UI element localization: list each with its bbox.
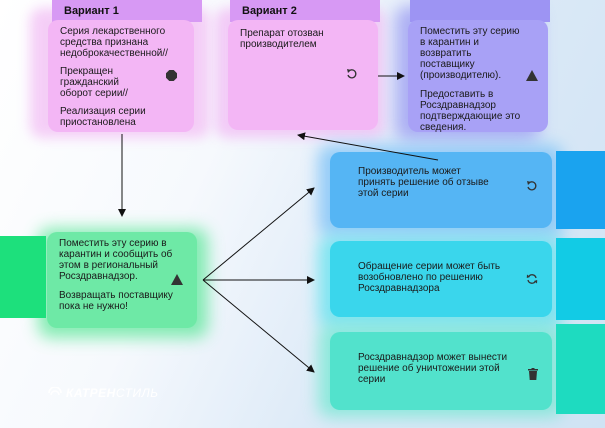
destroy-text: Росздравнадзор может вынести решение об … bbox=[358, 352, 508, 385]
quarantine-top-text2: Предоставить в Росздравнадзор подтвержда… bbox=[420, 89, 521, 133]
resume-text: Обращение серии может быть возобновлено … bbox=[358, 261, 501, 294]
manufacturer-box: Производитель может принять решение об о… bbox=[330, 152, 552, 228]
manufacturer-text: Производитель может принять решение об о… bbox=[358, 166, 489, 199]
quarantine-top-text1: Поместить эту серию в карантин и возврат… bbox=[420, 26, 520, 81]
variant2-box: Препарат отозван производителем bbox=[228, 20, 378, 130]
undo-arrow-icon bbox=[526, 180, 538, 194]
warning-triangle-icon bbox=[171, 274, 183, 287]
resume-box: Обращение серии может быть возобновлено … bbox=[330, 241, 552, 317]
variant1-line1: Серия лекарственного средства признана н… bbox=[60, 26, 168, 59]
quarantine-left-text2: Возвращать поставщику пока не нужно! bbox=[59, 290, 173, 312]
refresh-icon bbox=[526, 273, 538, 287]
quarantine-left-box: Поместить эту серию в карантин и сообщит… bbox=[47, 232, 197, 328]
logo-bold-text: КАТРЕН bbox=[66, 386, 116, 400]
variant1-line3: Реализация серии приостановлена bbox=[60, 106, 146, 128]
trash-icon bbox=[528, 368, 538, 382]
warning-triangle-icon bbox=[526, 70, 538, 83]
quarantine-top-box: Поместить эту серию в карантин и возврат… bbox=[408, 20, 548, 133]
tab-quarantine-top bbox=[410, 0, 550, 22]
right-blue-bar bbox=[556, 151, 605, 229]
logo-thin-text: СТИЛЬ bbox=[115, 386, 159, 400]
left-green-bar bbox=[0, 236, 46, 318]
variant1-box: Серия лекарственного средства признана н… bbox=[48, 20, 194, 132]
tab-variant2: Вариант 2 bbox=[230, 0, 380, 22]
arrow-manufacturer-to-variant2 bbox=[297, 132, 439, 161]
destroy-box: Росздравнадзор может вынести решение об … bbox=[330, 332, 552, 410]
tab-variant1: Вариант 1 bbox=[52, 0, 202, 22]
undo-arrow-icon bbox=[346, 68, 358, 82]
right-teal-bar bbox=[556, 324, 605, 414]
variant1-line2: Прекращен гражданский оборот серии// bbox=[60, 66, 128, 99]
right-cyan-bar bbox=[556, 238, 605, 320]
variant2-text: Препарат отозван производителем bbox=[240, 28, 324, 50]
arrow-quarantine-to-manufacturer bbox=[202, 187, 315, 281]
arrow-quarantine-to-destroy bbox=[202, 279, 315, 373]
stop-octagon-icon bbox=[166, 70, 177, 83]
quarantine-left-text1: Поместить эту серию в карантин и сообщит… bbox=[59, 238, 173, 282]
katren-logo-icon bbox=[48, 387, 62, 396]
